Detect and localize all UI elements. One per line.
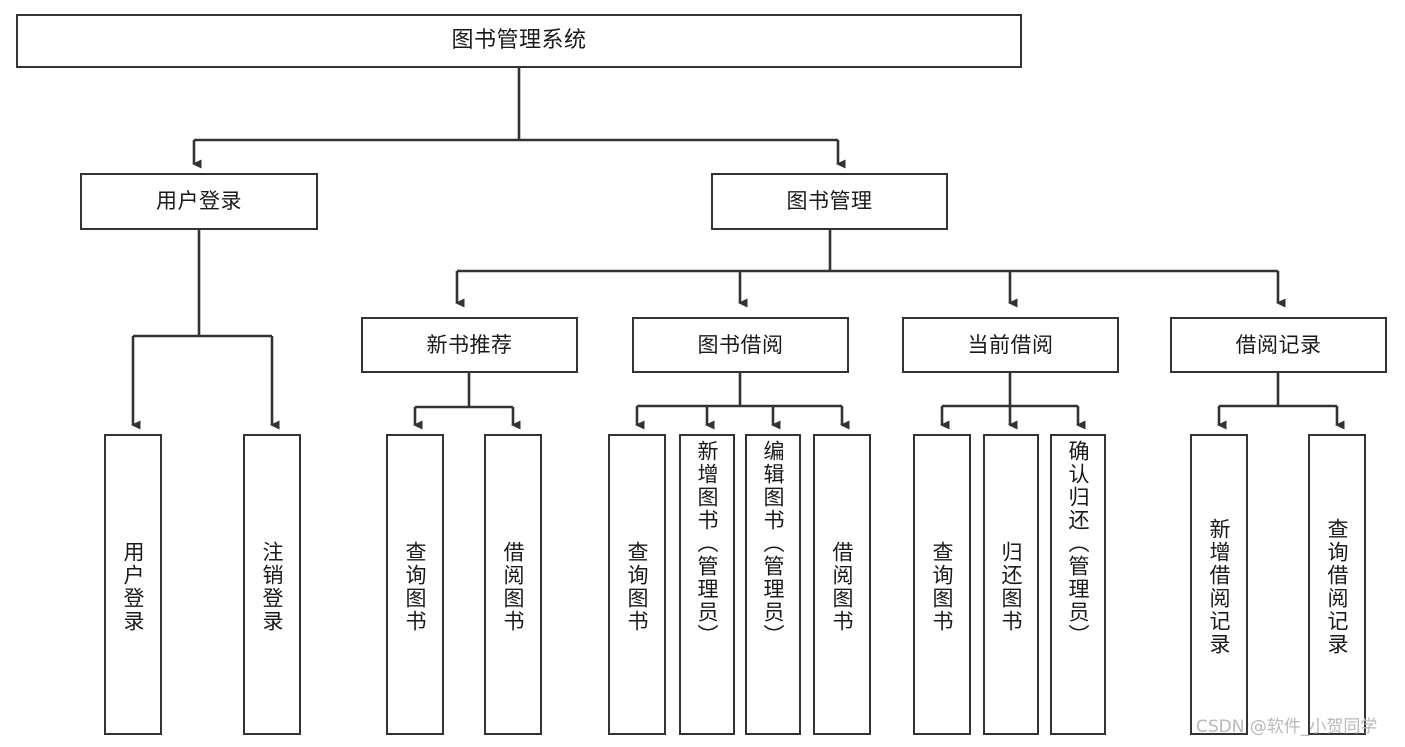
- leaf-user-login-login[interactable]: 用户登录: [104, 434, 162, 735]
- node-book-borrow[interactable]: 图书借阅: [632, 317, 849, 373]
- node-label: 用户登录: [156, 189, 242, 214]
- leaf-current-return-book[interactable]: 归还图书: [983, 434, 1039, 735]
- node-label: 查询图书: [625, 540, 650, 633]
- node-label: 注销登录: [260, 540, 285, 633]
- leaf-user-login-logout[interactable]: 注销登录: [243, 434, 301, 735]
- node-label: 归还图书: [999, 540, 1024, 633]
- node-book-management[interactable]: 图书管理: [711, 173, 948, 230]
- leaf-current-query-book[interactable]: 查询图书: [913, 434, 971, 735]
- node-label: 借阅图书: [501, 540, 526, 633]
- node-label: 编辑图书（管理员）: [761, 440, 786, 647]
- leaf-record-add-record[interactable]: 新增借阅记录: [1190, 434, 1248, 735]
- node-label: 新增图书（管理员）: [695, 440, 720, 647]
- leaf-borrow-query-book[interactable]: 查询图书: [608, 434, 666, 735]
- node-label: 用户登录: [121, 540, 146, 633]
- leaf-record-query-record[interactable]: 查询借阅记录: [1308, 434, 1366, 735]
- leaf-current-confirm-return-admin[interactable]: 确认归还（管理员）: [1050, 434, 1106, 735]
- node-label: 图书借阅: [697, 332, 784, 357]
- node-label: 新增借阅记录: [1207, 517, 1232, 656]
- node-label: 查询借阅记录: [1325, 517, 1350, 656]
- leaf-recommend-query-book[interactable]: 查询图书: [386, 434, 444, 735]
- node-current-borrow[interactable]: 当前借阅: [902, 317, 1119, 373]
- node-label: 查询图书: [930, 540, 955, 633]
- node-label: 图书管理: [786, 189, 873, 214]
- node-label: 查询图书: [403, 540, 428, 633]
- leaf-recommend-borrow-book[interactable]: 借阅图书: [484, 434, 542, 735]
- node-label: 借阅记录: [1235, 332, 1322, 357]
- leaf-borrow-add-book-admin[interactable]: 新增图书（管理员）: [679, 434, 735, 735]
- node-label: 借阅图书: [830, 540, 855, 633]
- node-label: 确认归还（管理员）: [1066, 440, 1091, 647]
- node-borrow-record[interactable]: 借阅记录: [1170, 317, 1387, 373]
- leaf-borrow-borrow-book[interactable]: 借阅图书: [813, 434, 871, 735]
- node-label: 当前借阅: [967, 332, 1054, 357]
- watermark: CSDN @软件_小贺同学: [1196, 717, 1378, 737]
- node-root-system[interactable]: 图书管理系统: [16, 14, 1022, 68]
- node-user-login[interactable]: 用户登录: [80, 173, 318, 230]
- node-label: 新书推荐: [426, 332, 513, 357]
- node-label: 图书管理系统: [451, 28, 587, 54]
- leaf-borrow-edit-book-admin[interactable]: 编辑图书（管理员）: [745, 434, 801, 735]
- node-new-book-recommend[interactable]: 新书推荐: [361, 317, 578, 373]
